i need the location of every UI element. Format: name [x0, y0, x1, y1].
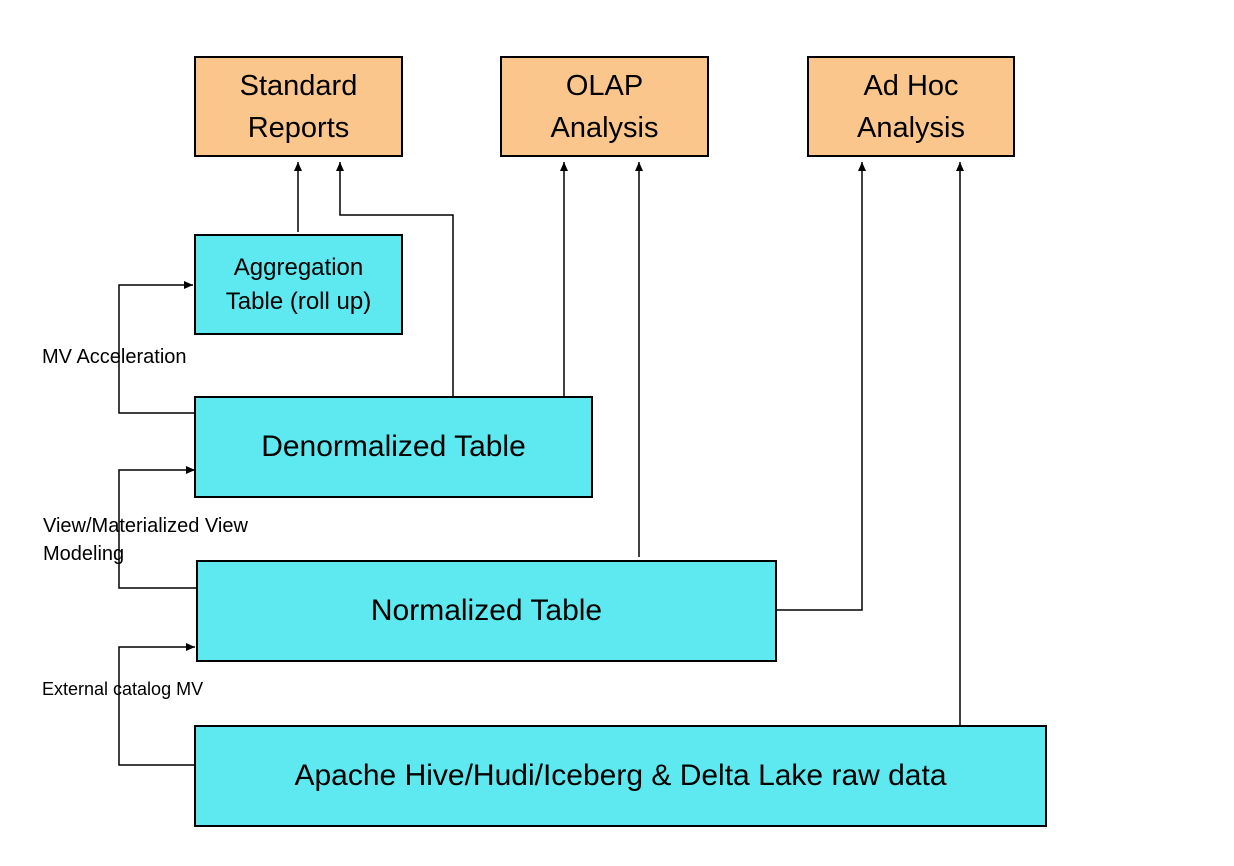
standard-reports-box: Standard Reports: [194, 56, 403, 157]
denormalized-table-label: Denormalized Table: [261, 430, 526, 463]
normalized-table-label: Normalized Table: [370, 594, 603, 627]
view-modeling-label: View/Materialized View Modeling: [43, 515, 248, 565]
denormalized-table-box: Denormalized Table: [194, 396, 593, 498]
adhoc-analysis-box: Ad Hoc Analysis: [807, 56, 1015, 157]
external-catalog-mv-label: External catalog MV: [42, 679, 204, 699]
arrow-mv-acceleration: [118, 281, 194, 414]
mv-acceleration-label: MV Acceleration: [42, 346, 187, 368]
olap-analysis-box: OLAP Analysis: [500, 56, 709, 157]
arrow-normalized-to-adhoc: [777, 162, 866, 611]
standard-reports-label: Standard Reports: [239, 69, 358, 144]
aggregation-table-label: Aggregation Table (roll up): [225, 253, 372, 315]
adhoc-analysis-label: Ad Hoc Analysis: [857, 69, 965, 144]
arrow-external-catalog-mv: [118, 643, 195, 766]
aggregation-table-box: Aggregation Table (roll up): [194, 234, 403, 335]
arrow-denormalized-to-standard-reports: [336, 162, 454, 397]
raw-data-box: Apache Hive/Hudi/Iceberg & Delta Lake ra…: [194, 725, 1047, 827]
normalized-table-box: Normalized Table: [196, 560, 777, 662]
arrow-view-modeling: [118, 466, 196, 589]
olap-analysis-label: OLAP Analysis: [550, 69, 659, 144]
raw-data-label: Apache Hive/Hudi/Iceberg & Delta Lake ra…: [294, 759, 947, 792]
